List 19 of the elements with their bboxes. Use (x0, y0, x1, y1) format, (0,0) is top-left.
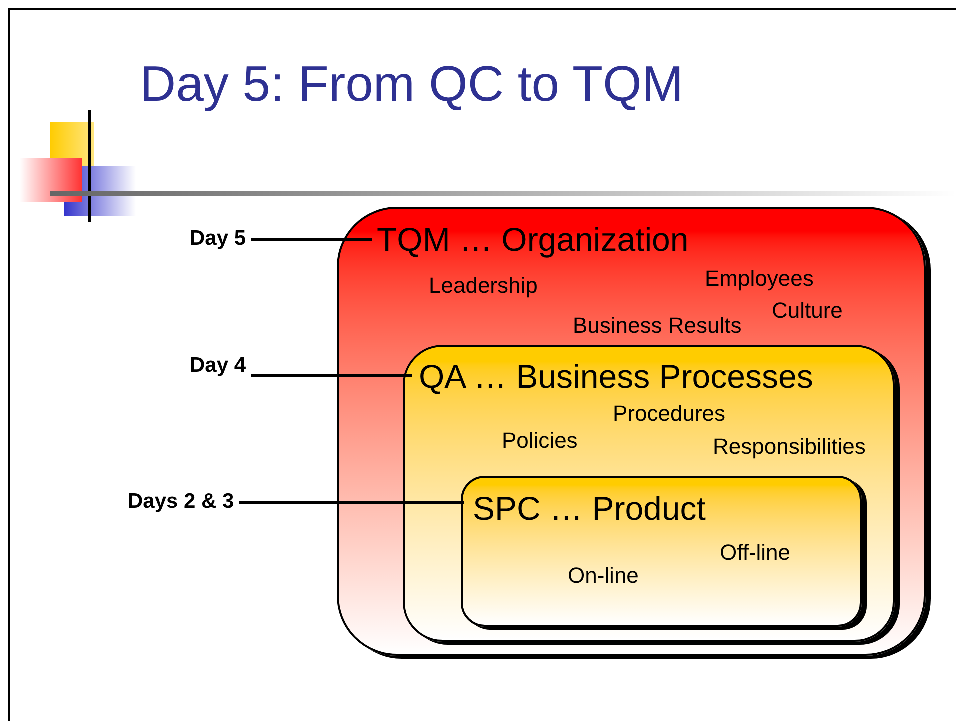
box-text: On-line (568, 563, 639, 589)
connector-line (251, 374, 412, 378)
box-text: Procedures (613, 401, 726, 427)
box-text: Responsibilities (713, 434, 866, 460)
connector-line (239, 502, 464, 504)
box-heading: QA … Business Processes (419, 358, 814, 396)
box-text: Culture (772, 298, 843, 324)
box-text: Off-line (720, 540, 791, 566)
day-label: Days 2 & 3 (128, 489, 234, 515)
day-label: Day 4 (190, 353, 246, 379)
box-heading: TQM … Organization (377, 221, 689, 259)
connector-line (251, 238, 372, 242)
box-text: Business Results (573, 313, 742, 339)
box-text: Leadership (429, 273, 538, 299)
box-heading: SPC … Product (473, 490, 706, 528)
box-text: Employees (705, 266, 814, 292)
box-text: Policies (502, 428, 578, 454)
day-label: Day 5 (190, 226, 246, 252)
slide-title: Day 5: From QC to TQM (140, 55, 685, 114)
